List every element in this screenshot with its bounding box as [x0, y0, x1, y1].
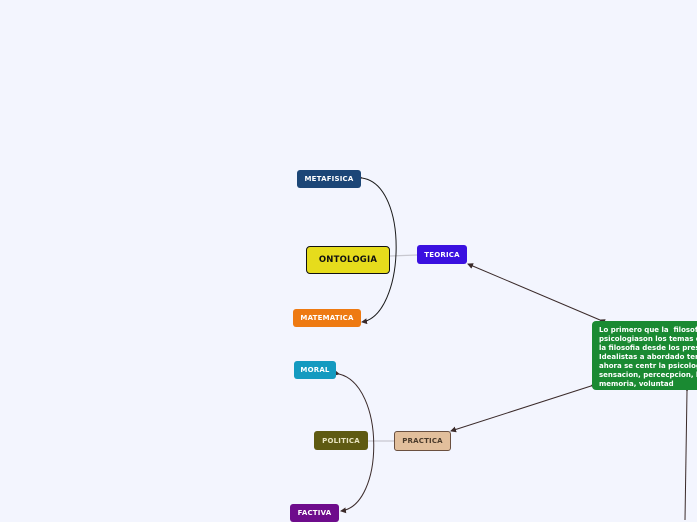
ontologia-node[interactable]: ONTOLOGIA — [306, 246, 390, 274]
moral-node[interactable]: MORAL — [294, 361, 336, 379]
link-central-teorica — [467, 263, 606, 325]
teorica-node[interactable]: TEORICA — [417, 245, 467, 264]
link-metafisica-matematica — [356, 174, 397, 325]
link-central-down — [684, 385, 691, 520]
link-teorica-ontologia — [389, 254, 418, 257]
practica-node[interactable]: PRACTICA — [394, 431, 451, 451]
matematica-node[interactable]: MATEMATICA — [293, 309, 361, 327]
politica-node[interactable]: POLITICA — [314, 431, 368, 450]
link-moral-factiva — [333, 369, 375, 514]
link-central-practica — [450, 381, 597, 433]
metafisica-node[interactable]: METAFISICA — [297, 170, 361, 188]
central-topic-node[interactable]: Lo primero que la filosofia psicologiaso… — [592, 321, 697, 390]
factiva-node[interactable]: FACTIVA — [290, 504, 339, 522]
